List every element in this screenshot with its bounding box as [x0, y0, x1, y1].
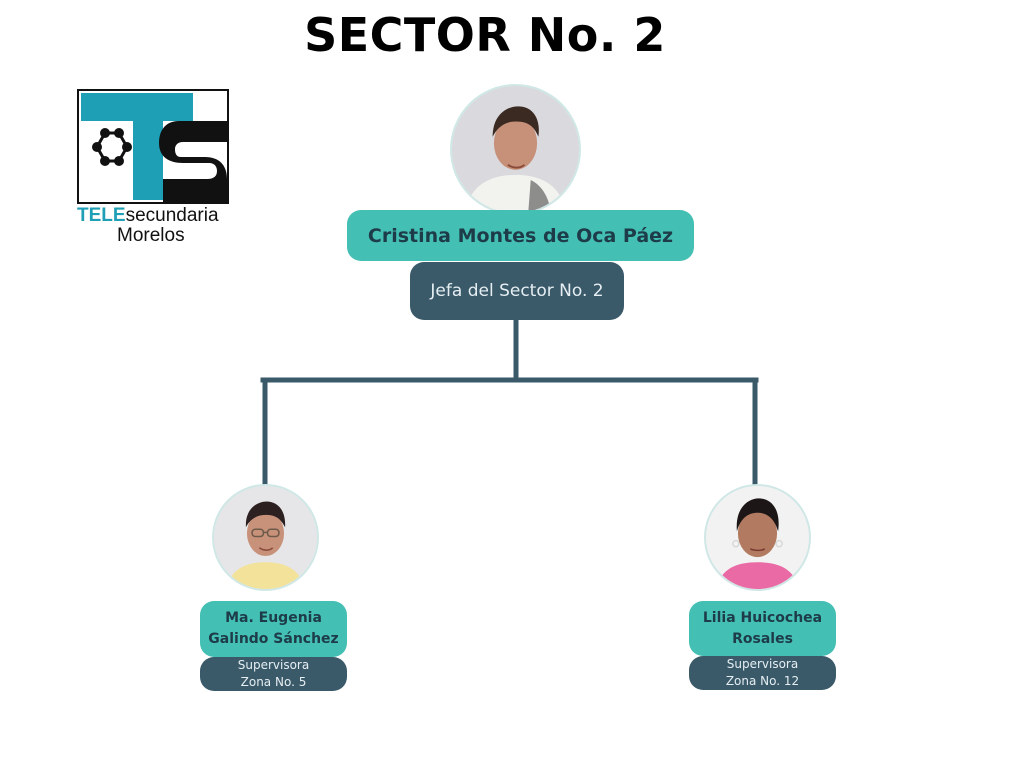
ts-logo-icon [77, 89, 229, 204]
logo-subtitle: Morelos [117, 225, 185, 246]
supervisor-2-portrait-photo [706, 486, 809, 589]
supervisor-2-role-line1: Supervisora [726, 657, 799, 671]
chief-role-label: Jefa del Sector No. 2 [410, 262, 624, 320]
supervisor-2-role-label: Supervisora Zona No. 12 [689, 656, 836, 690]
supervisor-2-role-line2: Zona No. 12 [725, 674, 800, 688]
supervisor-2-name-line2: Rosales [732, 630, 793, 647]
supervisor-1-name-label: Ma. Eugenia Galindo Sánchez [200, 601, 347, 657]
chief-portrait-photo [452, 86, 579, 213]
supervisor-1-name-line2: Galindo Sánchez [208, 631, 339, 647]
supervisor-1-name-line1: Ma. Eugenia [225, 610, 322, 626]
page-title: SECTOR No. 2 [304, 8, 666, 62]
telesecundaria-logo: TELEsecundaria Morelos [77, 89, 229, 246]
supervisor-1-role-line1: Supervisora [237, 658, 310, 672]
supervisor-1-portrait-photo [214, 486, 317, 589]
supervisor-2-name-label: Lilia Huicochea Rosales [689, 601, 836, 656]
chief-name-label: Cristina Montes de Oca Páez [347, 210, 694, 261]
supervisor-1-role-line2: Zona No. 5 [240, 675, 307, 689]
supervisor-1-role-label: Supervisora Zona No. 5 [200, 657, 347, 691]
logo-wordmark: TELEsecundaria [77, 205, 219, 226]
supervisor-2-name-line1: Lilia Huicochea [702, 609, 823, 626]
